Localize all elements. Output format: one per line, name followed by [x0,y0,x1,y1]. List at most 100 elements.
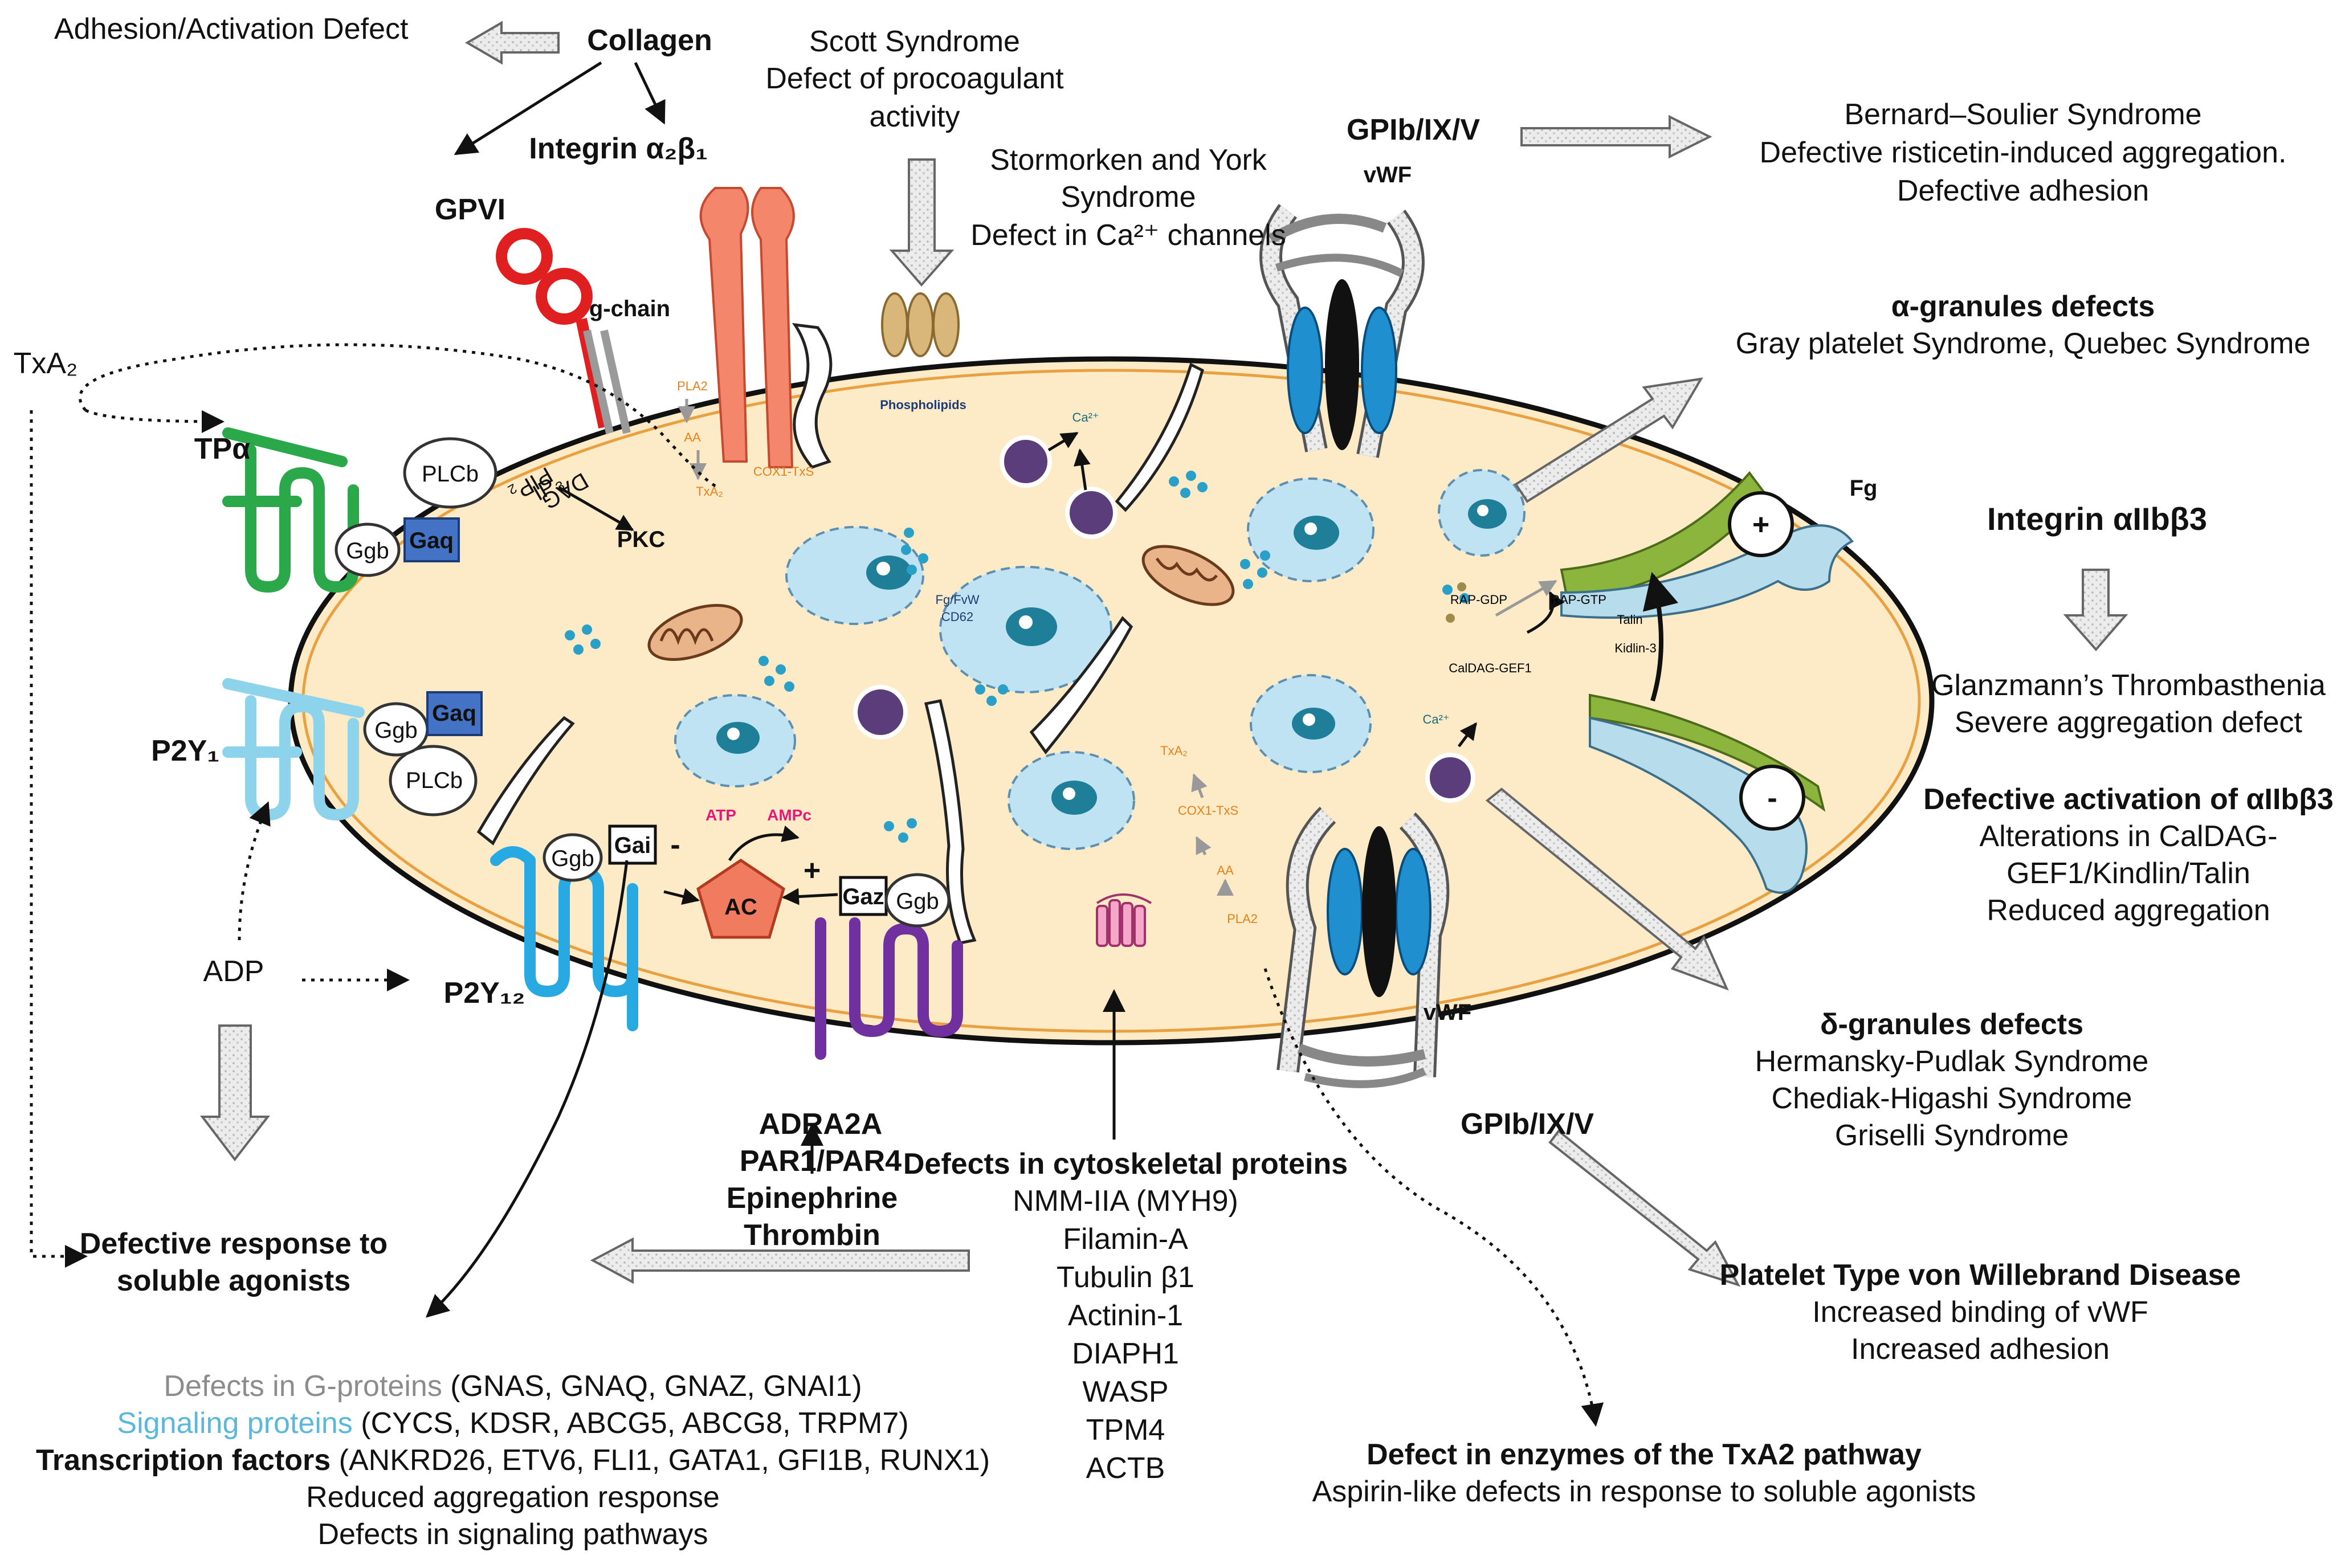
cyto-item: ACTB [1086,1452,1165,1485]
ampc-label: AMPc [767,806,811,824]
ac-label: AC [724,895,757,920]
defective-activation-line-1: Alterations in CalDAG- [1979,820,2277,853]
glanzmann-line-1: Glanzmann’s Thrombasthenia [1931,669,2326,702]
fgfvw-label: Fg/FvW [936,593,980,607]
txa2-small-bottom: TxA₂ [1160,744,1188,758]
cox1-label-bottom: COX1-TxS [1178,803,1238,818]
ca2-label-bottom: Ca²⁺ [1422,712,1449,726]
mitochondrion [1141,545,1235,606]
txa2-enzymes-label: Defect in enzymes of the TxA2 pathway [1367,1438,1922,1471]
ggb-protein-3 [543,833,603,882]
gprotein-line: Defects in G-proteins (GNAS, GNAQ, GNAZ,… [164,1370,862,1403]
fg-label: Fg [1850,476,1878,501]
cyto-item: Actinin-1 [1068,1299,1183,1332]
dense-granule [1000,435,1052,488]
signaling-line: Signaling proteins (CYCS, KDSR, ABCG5, A… [117,1407,908,1440]
adp-label: ADP [203,955,264,988]
plcb-label-2: PLCb [406,768,463,793]
ca-channel [881,292,960,357]
caldag-label: CalDAG-GEF1 [1449,661,1531,675]
ggb-protein [335,522,401,577]
delta-granules-line-3: Griselli Syndrome [1835,1119,2069,1152]
stormorken-line-1: Stormorken and York [990,144,1267,177]
gpvi-label: GPVI [435,193,505,226]
glanzmann-line-2: Severe aggregation defect [1955,706,2303,739]
rap-gdp-dot-2 [1457,582,1466,591]
defective-activation-title: Defective activation of αIIbβ3 [1923,783,2334,816]
delta-granules-line-2: Chediak-Higashi Syndrome [1772,1082,2132,1115]
phospholipids-label: Phospholipids [880,398,966,412]
cyto-item: WASP [1082,1375,1168,1408]
gpib-complex-top [1259,204,1425,458]
alpha-granules-body: Gray platelet Syndrome, Quebec Syndrome [1736,327,2311,360]
gaq-protein [403,517,460,562]
gai-minus: - [670,828,680,861]
dense-granule [853,685,908,740]
cox1-label-top: COX1-TxS [753,464,814,479]
vwf-bottom-label: vWF [1424,1000,1471,1025]
alpha-granules-title: α-granules defects [1891,290,2155,323]
block-arrow [199,21,2128,1287]
adenylyl-cyclase [696,858,785,939]
alpha-granule [1008,751,1135,850]
integrin-aiib-label: Integrin αIIbβ3 [1987,501,2207,537]
gai-label: Gai [614,833,651,858]
ptvwd-line-2: Increased adhesion [1851,1333,2110,1366]
adhesion-label: Adhesion/Activation Defect [54,13,409,46]
reduced-aggregation: Reduced aggregation response [306,1481,720,1514]
cyto-item: NMM-IIA (MYH9) [1013,1185,1238,1218]
tf-line: Transcription factors (ANKRD26, ETV6, FL… [36,1444,990,1477]
bernard-line-1: Bernard–Soulier Syndrome [1844,98,2201,131]
gpib-complex-bottom [1276,806,1450,1088]
integrin-aiib-b3-inactive [1589,693,1826,894]
ggb-label-4: Ggb [896,889,939,914]
par-label: PAR1/PAR4 [740,1145,902,1178]
integrin-a2b1-label: Integrin α₂β₁ [529,132,707,165]
gaz-protein [839,876,888,916]
defective-activation-line-3: Reduced aggregation [1987,894,2270,927]
defective-response-line-2: soluble agonists [117,1264,350,1297]
signaling-title: Signaling proteins [117,1407,352,1440]
mitochondrion [647,603,743,662]
dense-granule [1425,753,1475,803]
aa-label-bottom: AA [1217,863,1234,877]
txa2-small-top: TxA₂ [696,484,723,499]
plus-sign: + [1752,508,1769,541]
dense-granule [1065,487,1118,539]
integrin-a2b1 [699,187,795,468]
alpha-granule [785,526,924,625]
epinephrine-label: Epinephrine [727,1182,898,1215]
p2y12-label: P2Y₁₂ [444,977,525,1010]
alpha-granule [1250,674,1372,773]
activation-curve-arrow [1642,571,1679,702]
p2y1-label: P2Y₁ [151,734,219,767]
plcb-protein-2 [389,745,478,816]
plcb-protein [403,437,497,509]
granule-dots [565,471,1470,843]
ggb-label-3: Ggb [551,846,594,871]
gaz-plus: + [804,854,821,887]
delta-granules-line-1: Hermansky-Pudlak Syndrome [1755,1045,2149,1078]
stormorken-line-2: Syndrome [1061,181,1196,214]
gprotein-title: Defects in G-proteins [164,1370,442,1403]
cd62-label: CD62 [941,610,973,624]
tp-alpha-receptor [222,427,359,593]
alpha-granule [939,566,1112,693]
ca2-label-top: Ca²⁺ [1072,410,1099,424]
adra2a-par-receptor [815,917,963,1060]
signaling-genes: (CYCS, KDSR, ABCG5, ABCG8, TRPM7) [353,1407,909,1440]
rap-gtp-label: RAP-GTP [1551,593,1606,607]
kindlin-label: Kidlin-3 [1614,641,1656,655]
pla2-label-bottom: PLA2 [1227,912,1258,926]
cytoskeletal-protein [1096,893,1152,947]
scott-line-2: Defect of procoagulant [765,62,1064,95]
tf-title: Transcription factors [36,1444,331,1477]
alpha-granule [674,694,796,787]
rap-gdp-label: RAP-GDP [1450,593,1507,607]
thin-arrows [426,61,1125,1318]
ggb-label: Ggb [346,538,389,564]
signaling-defects: Defects in signaling pathways [317,1518,708,1551]
txa2-label: TxA₂ [14,347,78,380]
txa2-synthesis-arrows [678,399,1557,896]
